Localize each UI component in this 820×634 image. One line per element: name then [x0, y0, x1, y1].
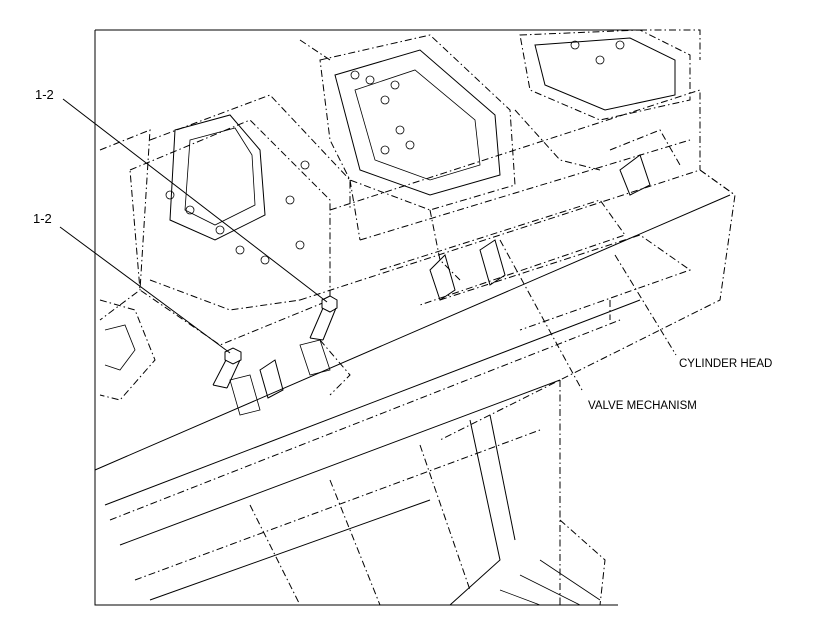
leader-lines	[59, 98, 677, 391]
block-rail	[94, 194, 731, 606]
callout-bolt-upper: 1-2	[35, 87, 54, 102]
callout-bolt-lower: 1-2	[33, 211, 52, 226]
middle-cylinder-cover	[299, 34, 516, 281]
callout-valve-mechanism: VALVE MECHANISM	[588, 400, 697, 412]
bolt-lower	[212, 347, 242, 389]
right-cylinder-cover	[514, 29, 691, 171]
bolt-upper	[309, 295, 338, 341]
left-cylinder-cover	[99, 94, 351, 401]
callout-cylinder-head: CYLINDER HEAD	[679, 358, 772, 370]
cylinder-head-outline	[299, 89, 736, 605]
valve-mechanism-detail	[229, 154, 651, 416]
drawing-frame	[94, 29, 701, 606]
